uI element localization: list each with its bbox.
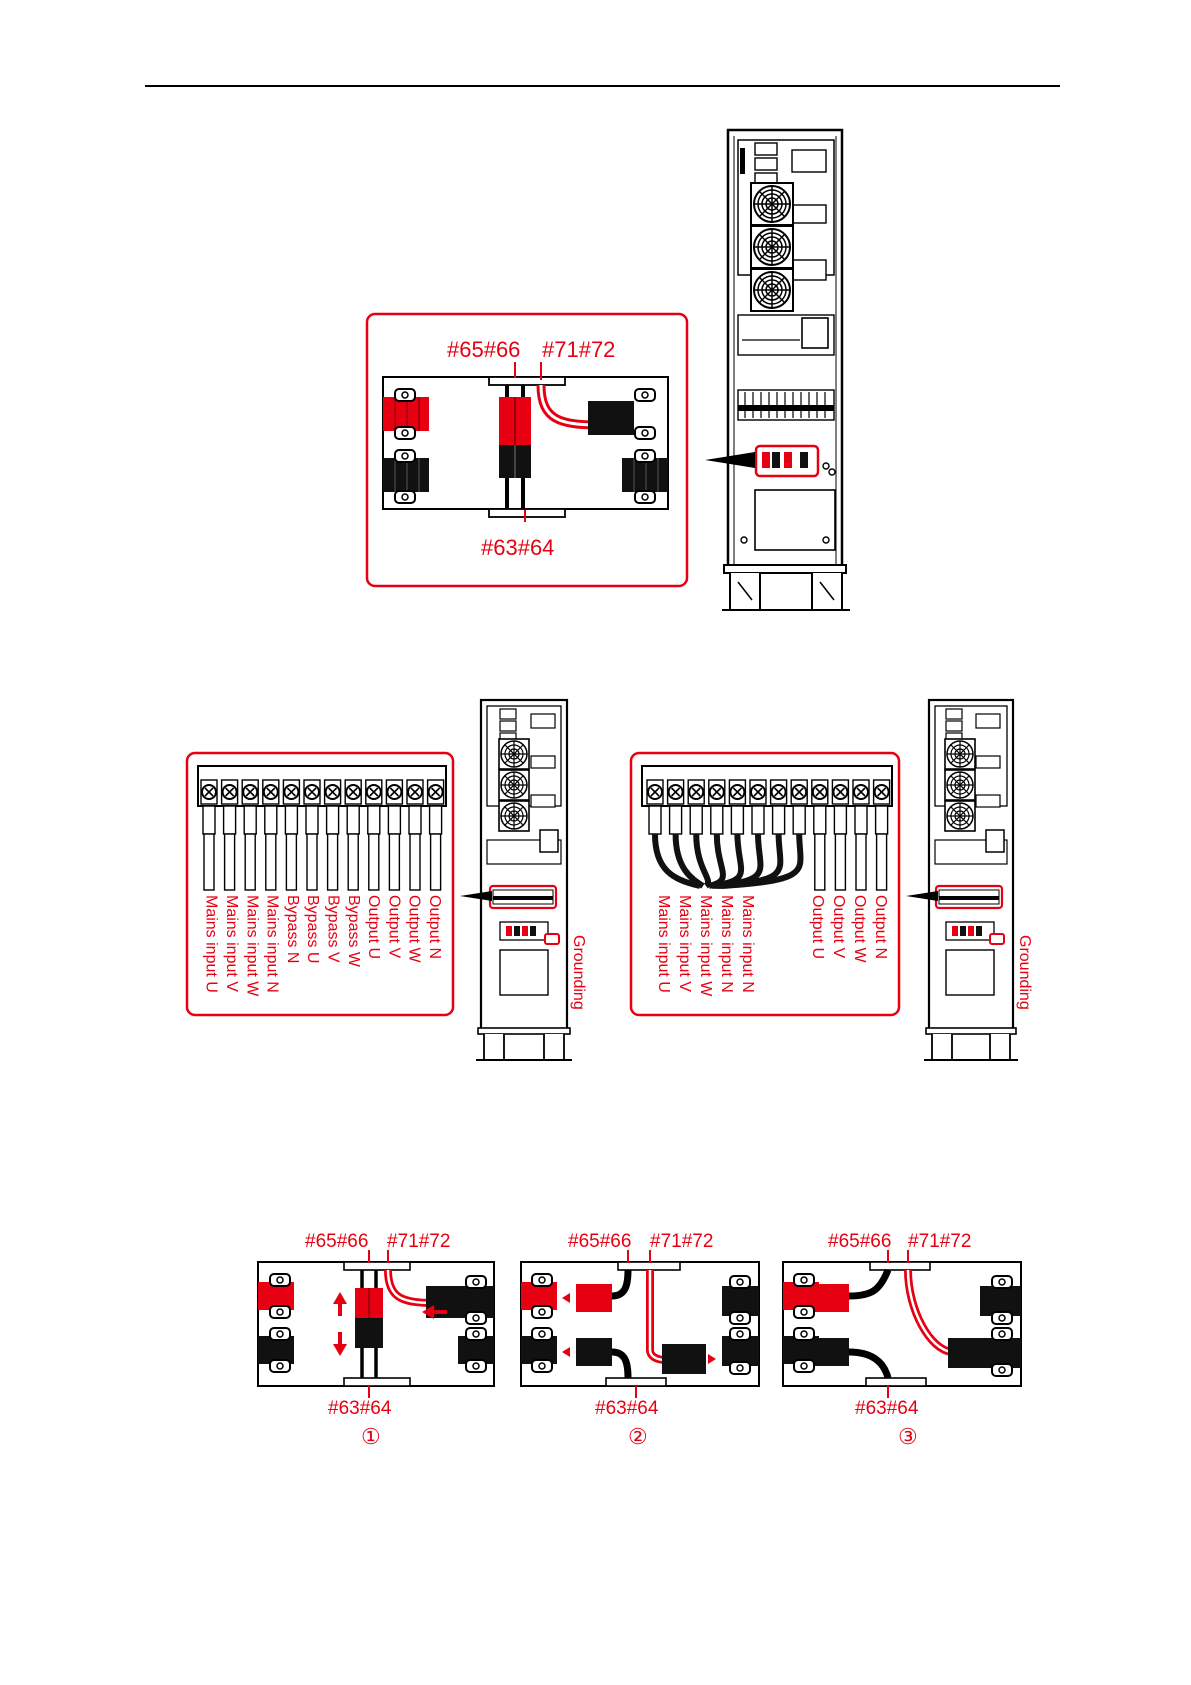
terminal-label: Mains input V bbox=[223, 895, 240, 992]
step-2-label-71-72: #71#72 bbox=[650, 1231, 713, 1252]
terminal-block-left bbox=[197, 765, 447, 891]
grounding-label-right: Grounding bbox=[1016, 935, 1033, 1010]
terminal-screw bbox=[221, 784, 238, 800]
terminal-screw bbox=[386, 784, 403, 800]
step-2-label-63-64: #63#64 bbox=[595, 1398, 659, 1419]
terminal-screw bbox=[770, 784, 787, 800]
terminal-label: Mains input U bbox=[655, 895, 672, 993]
terminal-screw bbox=[811, 784, 828, 800]
terminal-label: Bypass W bbox=[345, 895, 362, 968]
terminal-screw bbox=[407, 784, 423, 800]
terminal-label: Output V bbox=[385, 895, 402, 958]
terminal-label: Output N bbox=[426, 895, 443, 959]
step-2-panel bbox=[520, 1250, 760, 1398]
terminal-screw bbox=[791, 784, 808, 800]
step-3-label-71-72: #71#72 bbox=[908, 1231, 971, 1252]
step-3-label-65-66: #65#66 bbox=[828, 1231, 891, 1252]
pointer-arrow bbox=[705, 452, 755, 468]
terminal-screw bbox=[345, 784, 362, 800]
terminal-block-right bbox=[641, 765, 893, 891]
terminal-label: Output N bbox=[872, 895, 889, 959]
terminal-screw bbox=[729, 784, 746, 800]
terminal-screw bbox=[427, 784, 444, 800]
terminal-label: Mains input N bbox=[739, 895, 756, 993]
terminal-screw bbox=[283, 784, 300, 800]
terminal-screw bbox=[647, 784, 663, 800]
terminal-screw bbox=[750, 784, 766, 800]
terminal-screw bbox=[262, 784, 279, 800]
terminal-screw bbox=[688, 784, 705, 800]
terminal-screw bbox=[832, 784, 849, 800]
step-1-panel bbox=[257, 1250, 495, 1398]
terminal-label: Output W bbox=[406, 895, 423, 963]
terminal-screw bbox=[667, 784, 684, 800]
terminal-label: Bypass N bbox=[284, 895, 301, 963]
terminal-label: Output V bbox=[830, 895, 847, 958]
terminal-label: Mains input N bbox=[718, 895, 735, 993]
step-2-marker: ② bbox=[628, 1424, 648, 1449]
terminal-label: Output U bbox=[365, 895, 382, 959]
ups-cabinet-left bbox=[476, 698, 572, 1061]
step-1-label-65-66: #65#66 bbox=[305, 1231, 368, 1252]
terminal-screw bbox=[708, 784, 725, 800]
step-3-label-63-64: #63#64 bbox=[855, 1398, 919, 1419]
pointer-arrow-right bbox=[906, 891, 938, 901]
terminal-label: Mains input U bbox=[203, 895, 220, 993]
terminal-screw bbox=[853, 784, 869, 800]
terminal-label: Mains input W bbox=[697, 895, 714, 997]
ups-cabinet-right bbox=[924, 698, 1018, 1061]
pointer-arrow-left bbox=[460, 891, 492, 901]
label-63-64: #63#64 bbox=[481, 535, 554, 560]
terminal-screw bbox=[304, 784, 320, 800]
step-1-marker: ① bbox=[361, 1424, 381, 1449]
step-2-label-65-66: #65#66 bbox=[568, 1231, 631, 1252]
terminal-label: Mains input N bbox=[264, 895, 281, 993]
terminal-label: Output W bbox=[851, 895, 868, 963]
terminal-screw bbox=[242, 784, 259, 800]
terminal-screw bbox=[365, 784, 382, 800]
step-3-panel bbox=[782, 1250, 1022, 1398]
step-3-marker: ③ bbox=[898, 1424, 918, 1449]
terminal-label: Mains input W bbox=[243, 895, 260, 997]
grounding-label-left: Grounding bbox=[570, 935, 587, 1010]
step-1-label-63-64: #63#64 bbox=[328, 1398, 392, 1419]
label-65-66: #65#66 bbox=[447, 337, 520, 362]
figure-3: #65#66 #71#72 #63#64 ① bbox=[257, 1231, 1022, 1449]
terminal-label: Mains input V bbox=[676, 895, 693, 992]
terminal-label: Bypass U bbox=[304, 895, 321, 963]
terminal-screw bbox=[873, 784, 890, 800]
figure-1: #65#66 #71#72 #63#64 bbox=[365, 128, 850, 611]
terminal-label: Output U bbox=[809, 895, 826, 959]
terminal-screw bbox=[201, 784, 217, 800]
terminal-screw bbox=[324, 784, 341, 800]
terminal-label: Bypass V bbox=[325, 895, 342, 963]
battery-connector-detail bbox=[382, 362, 669, 522]
ups-cabinet-rear-view bbox=[722, 128, 850, 611]
label-71-72: #71#72 bbox=[542, 337, 615, 362]
step-1-label-71-72: #71#72 bbox=[387, 1231, 450, 1252]
